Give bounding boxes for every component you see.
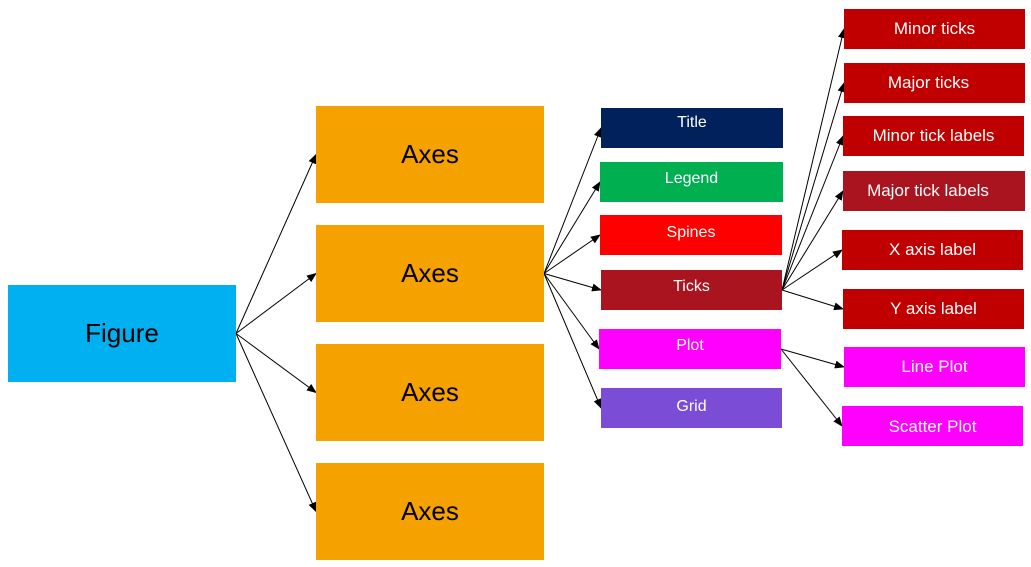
- ticks-label: Ticks: [673, 278, 710, 295]
- connector-arrow: [543, 273, 602, 292]
- connector-arrow: [780, 348, 843, 427]
- ticks-node: Ticks: [601, 270, 782, 310]
- major-tick-labels-node: Major tick labels: [843, 171, 1025, 211]
- scatter-plot-label: Scatter Plot: [888, 417, 977, 436]
- plot-label: Plot: [676, 337, 704, 354]
- connector-arrow: [781, 82, 846, 291]
- scatter-plot-node: Scatter Plot: [842, 406, 1023, 446]
- connector-arrow: [235, 153, 317, 334]
- connector-arrow: [543, 273, 602, 409]
- axes-label-2: Axes: [401, 258, 459, 288]
- figure-node: Figure: [8, 285, 236, 382]
- axes-label-3: Axes: [401, 377, 459, 407]
- major-tick-labels-label: Major tick labels: [867, 181, 989, 200]
- connector-arrow: [235, 333, 317, 394]
- figure-label: Figure: [85, 318, 159, 348]
- axes-label-4: Axes: [401, 496, 459, 526]
- minor-tick-labels-node: Minor tick labels: [843, 116, 1024, 156]
- connector-arrow: [781, 135, 844, 291]
- legend-node: Legend: [600, 162, 783, 202]
- y-axis-label-node: Y axis label: [843, 289, 1024, 329]
- connector-arrow: [235, 272, 317, 334]
- x-axis-label-text: X axis label: [889, 240, 976, 259]
- connector-arrow: [543, 181, 601, 274]
- minor-ticks-label: Minor ticks: [893, 19, 976, 38]
- connector-arrow: [780, 348, 845, 369]
- connector-arrow: [781, 289, 844, 311]
- plot-node: Plot: [599, 329, 781, 369]
- title-node: Title: [601, 108, 783, 148]
- line-plot-node: Line Plot: [844, 347, 1025, 387]
- connector-arrow: [781, 190, 844, 291]
- x-axis-label-node: X axis label: [842, 230, 1023, 270]
- connector-arrow: [543, 273, 600, 350]
- connector-arrow: [543, 234, 601, 274]
- minor-tick-labels-label: Minor tick labels: [872, 126, 995, 145]
- axes-node-2: Axes: [316, 225, 544, 322]
- spines-node: Spines: [600, 215, 782, 255]
- connector-arrow: [543, 127, 602, 274]
- axes-node-1: Axes: [316, 106, 544, 203]
- legend-label: Legend: [664, 170, 719, 187]
- connector-arrow: [235, 333, 317, 513]
- minor-ticks-node: Minor ticks: [844, 9, 1025, 49]
- y-axis-label-text: Y axis label: [890, 299, 977, 318]
- spines-label: Spines: [666, 224, 716, 241]
- connector-arrow: [781, 249, 843, 291]
- axes-label-1: Axes: [401, 139, 459, 169]
- major-ticks-node: Major ticks: [844, 63, 1025, 103]
- axes-node-3: Axes: [316, 344, 544, 441]
- grid-label: Grid: [676, 398, 707, 415]
- grid-node: Grid: [601, 388, 782, 428]
- title-label: Title: [677, 114, 707, 131]
- axes-node-4: Axes: [316, 463, 544, 560]
- connector-arrow: [781, 28, 846, 291]
- major-ticks-label: Major ticks: [887, 73, 970, 92]
- line-plot-label: Line Plot: [901, 357, 968, 376]
